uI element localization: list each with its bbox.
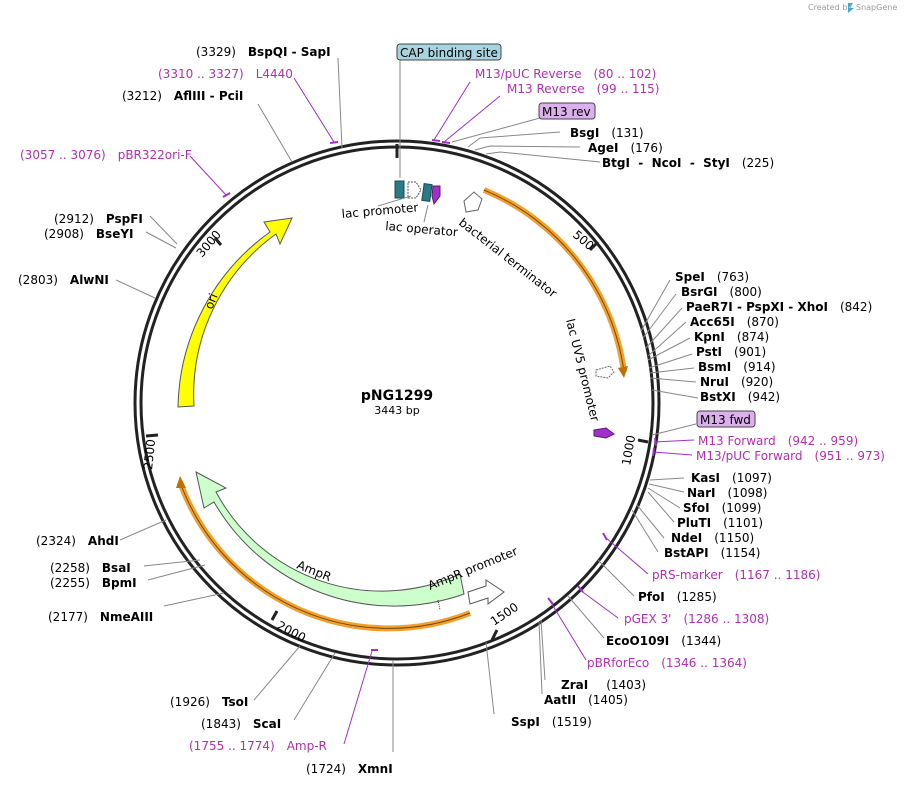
enzyme-nari: NarI(1098) bbox=[687, 486, 767, 500]
enzyme-afliii-pcii: (3212)AflIII - PciI bbox=[122, 89, 243, 103]
enzyme-sspi: SspI(1519) bbox=[511, 715, 592, 729]
snapgene-icon bbox=[848, 3, 854, 13]
cap-binding-site-text: CAP binding site bbox=[400, 46, 498, 60]
enzyme-bsrgi: BsrGI(800) bbox=[681, 285, 762, 299]
enzyme-bstapi: BstAPI(1154) bbox=[664, 546, 760, 560]
enzyme-bseyi: (2908)BseYI bbox=[44, 227, 134, 241]
enzyme-bsmi: BsmI(914) bbox=[698, 360, 776, 374]
enzyme-ahdi: (2324)AhdI bbox=[36, 534, 119, 548]
enzyme-ndei: NdeI(1150) bbox=[671, 531, 754, 545]
enzyme-kpni: KpnI(874) bbox=[694, 330, 769, 344]
enzyme-pfoi: PfoI(1285) bbox=[638, 590, 717, 604]
tick-label-2000: 2000 bbox=[275, 618, 309, 645]
enzyme-paer7i-pspxi-xhoi: PaeR7I - PspXI - XhoI(842) bbox=[686, 300, 872, 314]
lac-promoter-label: lac promoter bbox=[341, 200, 419, 221]
primer-m13-puc-forward: M13/pUC Forward(951 .. 973) bbox=[696, 449, 885, 463]
m13-fwd-arrow bbox=[593, 427, 615, 439]
enzyme-pspfi: (2912)PspFI bbox=[54, 212, 143, 226]
tick-marks bbox=[145, 144, 649, 641]
enzyme-xmni: (1724)XmnI bbox=[306, 762, 393, 776]
plasmid-name: pNG1299 bbox=[361, 388, 433, 404]
enzyme-scai: (1843)ScaI bbox=[201, 717, 281, 731]
primer-l4440: (3310 .. 3327)L4440 bbox=[158, 67, 293, 81]
primer-pbrforeco: pBRforEco(1346 .. 1364) bbox=[587, 656, 747, 670]
enzyme-bspqi-sapi: (3329)BspQI - SapI bbox=[196, 45, 331, 59]
primer-m13-reverse: M13 Reverse(99 .. 115) bbox=[507, 82, 659, 96]
primer-pbr322ori-f: (3057 .. 3076)pBR322ori-F bbox=[20, 148, 192, 162]
enzyme-aatii: AatII(1405) bbox=[544, 693, 628, 707]
tick-2500 bbox=[145, 433, 159, 438]
cap-binding-site-tag bbox=[396, 43, 502, 61]
enzyme-bstxi: BstXI(942) bbox=[700, 390, 780, 404]
lac-uv5-promoter-icon bbox=[595, 365, 615, 379]
tick-500 bbox=[588, 240, 600, 252]
credit-prefix: Created by bbox=[808, 3, 852, 12]
enzyme-psti: PstI(901) bbox=[696, 345, 766, 359]
enzyme-kasi: KasI(1097) bbox=[691, 471, 772, 485]
ampr-promoter-label: AmpR promoter bbox=[426, 544, 520, 593]
credit: Created by SnapGene bbox=[808, 3, 897, 13]
features bbox=[176, 180, 628, 632]
tick-3000 bbox=[213, 237, 223, 246]
tick-label-2500: 2500 bbox=[141, 438, 158, 470]
enzyme-bsgi: BsgI(131) bbox=[570, 126, 644, 140]
annotation-boxes: CAP binding site M13 rev M13 fwd bbox=[396, 43, 756, 428]
ori-feature bbox=[177, 217, 293, 408]
enzyme-sfoi: SfoI(1099) bbox=[683, 501, 761, 515]
enzyme-agei: AgeI(176) bbox=[588, 141, 663, 155]
enzyme-alwni: (2803)AlwNI bbox=[18, 273, 109, 287]
enzyme-pluti: PluTI(1101) bbox=[677, 516, 763, 530]
enzyme-leaders bbox=[115, 57, 699, 752]
lac-operator-label: lac operator bbox=[385, 219, 459, 239]
bacterial-terminator-band bbox=[482, 187, 627, 373]
enzyme-bsai: (2258)BsaI bbox=[50, 561, 131, 575]
tick-2000 bbox=[270, 610, 279, 621]
m13-fwd-text: M13 fwd bbox=[700, 413, 751, 427]
tick-label-1000: 1000 bbox=[619, 434, 638, 467]
tick-label-1500: 1500 bbox=[488, 600, 521, 629]
tick-1000 bbox=[637, 438, 649, 444]
m13-rev-arrow bbox=[431, 185, 441, 206]
primer-leaders bbox=[189, 77, 695, 745]
enzyme-bpmi: (2255)BpmI bbox=[50, 576, 137, 590]
enzyme-zrai: ZraI(1403) bbox=[561, 678, 646, 692]
primer-pgex-3: pGEX 3'(1286 .. 1308) bbox=[624, 612, 769, 626]
m13-rev-text: M13 rev bbox=[542, 105, 591, 119]
lac-operator-box bbox=[421, 182, 433, 203]
enzyme-ecoo109i: EcoO109I(1344) bbox=[606, 634, 721, 648]
plasmid-size: 3443 bp bbox=[374, 404, 419, 417]
primer-amp-r: (1755 .. 1774)Amp-R bbox=[189, 739, 327, 753]
enzyme-labels: BsgI(131) AgeI(176) BtgI - NcoI - StyI(2… bbox=[18, 45, 872, 776]
primer-m13-puc-reverse: M13/pUC Reverse(80 .. 102) bbox=[475, 67, 656, 81]
lac-promoter-arrow bbox=[407, 181, 422, 199]
primer-m13-forward: M13 Forward(942 .. 959) bbox=[698, 434, 858, 448]
primer-labels: M13/pUC Reverse(80 .. 102) M13 Reverse(9… bbox=[20, 67, 885, 753]
ampr-promoter-arrow bbox=[467, 579, 505, 605]
ampr-feature bbox=[195, 471, 465, 607]
m13-rev-tag bbox=[538, 102, 596, 120]
enzyme-tsoi: (1926)TsoI bbox=[170, 695, 248, 709]
primer-prs-marker: pRS-marker(1167 .. 1186) bbox=[652, 568, 820, 582]
enzyme-btgi-ncoi-styi: BtgI - NcoI - StyI(225) bbox=[602, 156, 774, 170]
ori-label: ori bbox=[202, 291, 221, 311]
box-leaders bbox=[377, 60, 697, 436]
cap-binding-site-box bbox=[394, 180, 405, 199]
enzyme-nrui: NruI(920) bbox=[700, 375, 773, 389]
enzyme-acc65i: Acc65I(870) bbox=[690, 315, 779, 329]
bacterial-terminator-icon bbox=[463, 191, 483, 213]
credit-brand: SnapGene bbox=[856, 3, 897, 12]
enzyme-nmeaiii: (2177)NmeAIII bbox=[48, 610, 153, 624]
center-label: pNG1299 3443 bp bbox=[361, 388, 433, 417]
enzyme-spei: SpeI(763) bbox=[675, 270, 749, 284]
m13-fwd-tag bbox=[696, 410, 756, 428]
tick-1500 bbox=[490, 629, 499, 641]
